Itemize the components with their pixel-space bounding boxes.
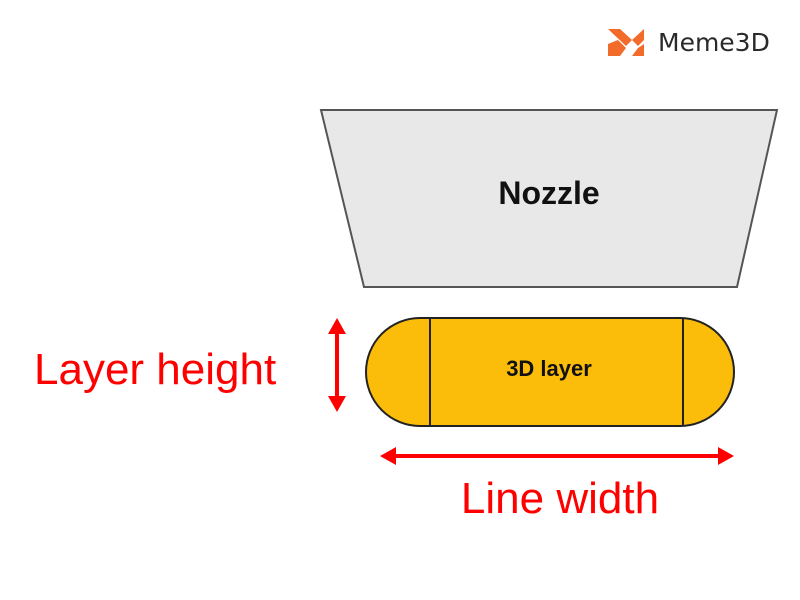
nozzle-shape [319,109,779,288]
logo-icon [608,29,644,56]
nozzle-label: Nozzle [498,175,599,211]
line-width-arrow [380,447,734,465]
line-width-label: Line width [461,474,659,523]
logo-text: Meme3D [658,28,770,57]
layer-height-label: Layer height [34,345,276,394]
layer-label: 3D layer [506,356,592,381]
layer-shape [365,317,735,427]
layer-height-arrow [328,318,346,412]
